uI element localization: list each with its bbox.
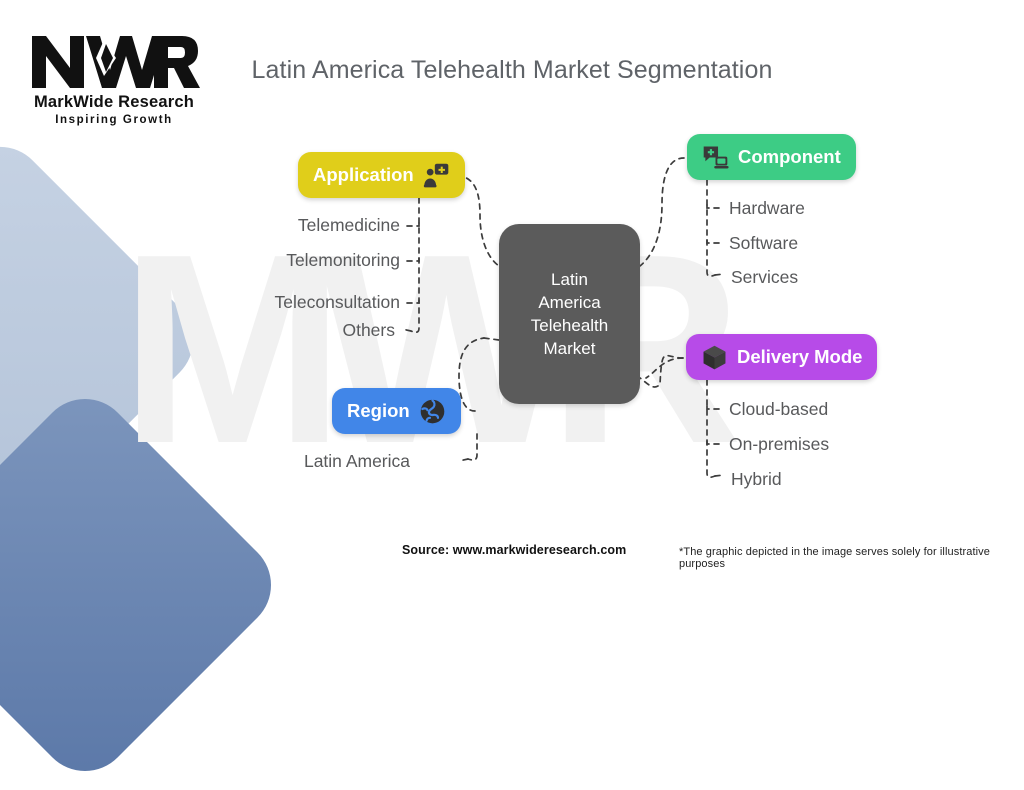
- sub-item-component-2: Services: [731, 267, 799, 287]
- cube-icon: [703, 345, 726, 369]
- sub-item-application-2: Teleconsultation: [274, 292, 401, 312]
- disclaimer-text: *The graphic depicted in the image serve…: [679, 546, 990, 570]
- center-node-label: Latin America Telehealth Market: [531, 268, 609, 360]
- brand-name: MarkWide Research: [33, 93, 195, 111]
- category-pill-application[interactable]: Application: [298, 152, 465, 198]
- category-label-region: Region: [347, 400, 410, 421]
- medical-chat-monitor-icon: [703, 146, 729, 168]
- infographic-canvas: MWR MarkWide Research Inspiring Growth L…: [0, 30, 990, 790]
- mwr-logo-icon: [32, 36, 200, 88]
- category-pill-deliverymode[interactable]: Delivery Mode: [686, 334, 878, 380]
- category-label-component: Component: [738, 146, 841, 167]
- connector-lines: [401, 157, 725, 479]
- globe-icon: [420, 398, 445, 423]
- center-line-2: America: [538, 293, 601, 312]
- category-pill-region[interactable]: Region: [332, 388, 461, 434]
- brand-tagline: Inspiring Growth: [55, 114, 173, 126]
- center-line-4: Market: [543, 339, 596, 358]
- category-label-application: Application: [313, 164, 414, 185]
- sub-item-component-0: Hardware: [729, 198, 805, 218]
- sub-item-application-1: Telemonitoring: [286, 250, 400, 270]
- sub-item-application-3: Others: [342, 320, 395, 340]
- center-line-3: Telehealth: [530, 316, 609, 335]
- brand-logo: MarkWide Research Inspiring Growth: [26, 30, 202, 126]
- sub-item-application-0: Telemedicine: [297, 215, 400, 235]
- sub-item-deliverymode-0: Cloud-based: [729, 399, 829, 419]
- sub-item-deliverymode-1: On-premises: [729, 434, 830, 454]
- sub-item-deliverymode-2: Hybrid: [731, 469, 782, 489]
- page-title: Latin America Telehealth Market Segmenta…: [251, 56, 773, 84]
- source-credit: Source: www.markwideresearch.com: [402, 543, 627, 557]
- center-node: Latin America Telehealth Market: [499, 224, 640, 404]
- sub-item-region-0: Latin America: [303, 451, 410, 471]
- sub-item-component-1: Software: [729, 233, 799, 253]
- category-pill-component[interactable]: Component: [687, 134, 856, 180]
- category-label-deliverymode: Delivery Mode: [737, 346, 863, 367]
- telehealth-monitor-icon: [423, 163, 449, 187]
- center-line-1: Latin: [551, 270, 588, 289]
